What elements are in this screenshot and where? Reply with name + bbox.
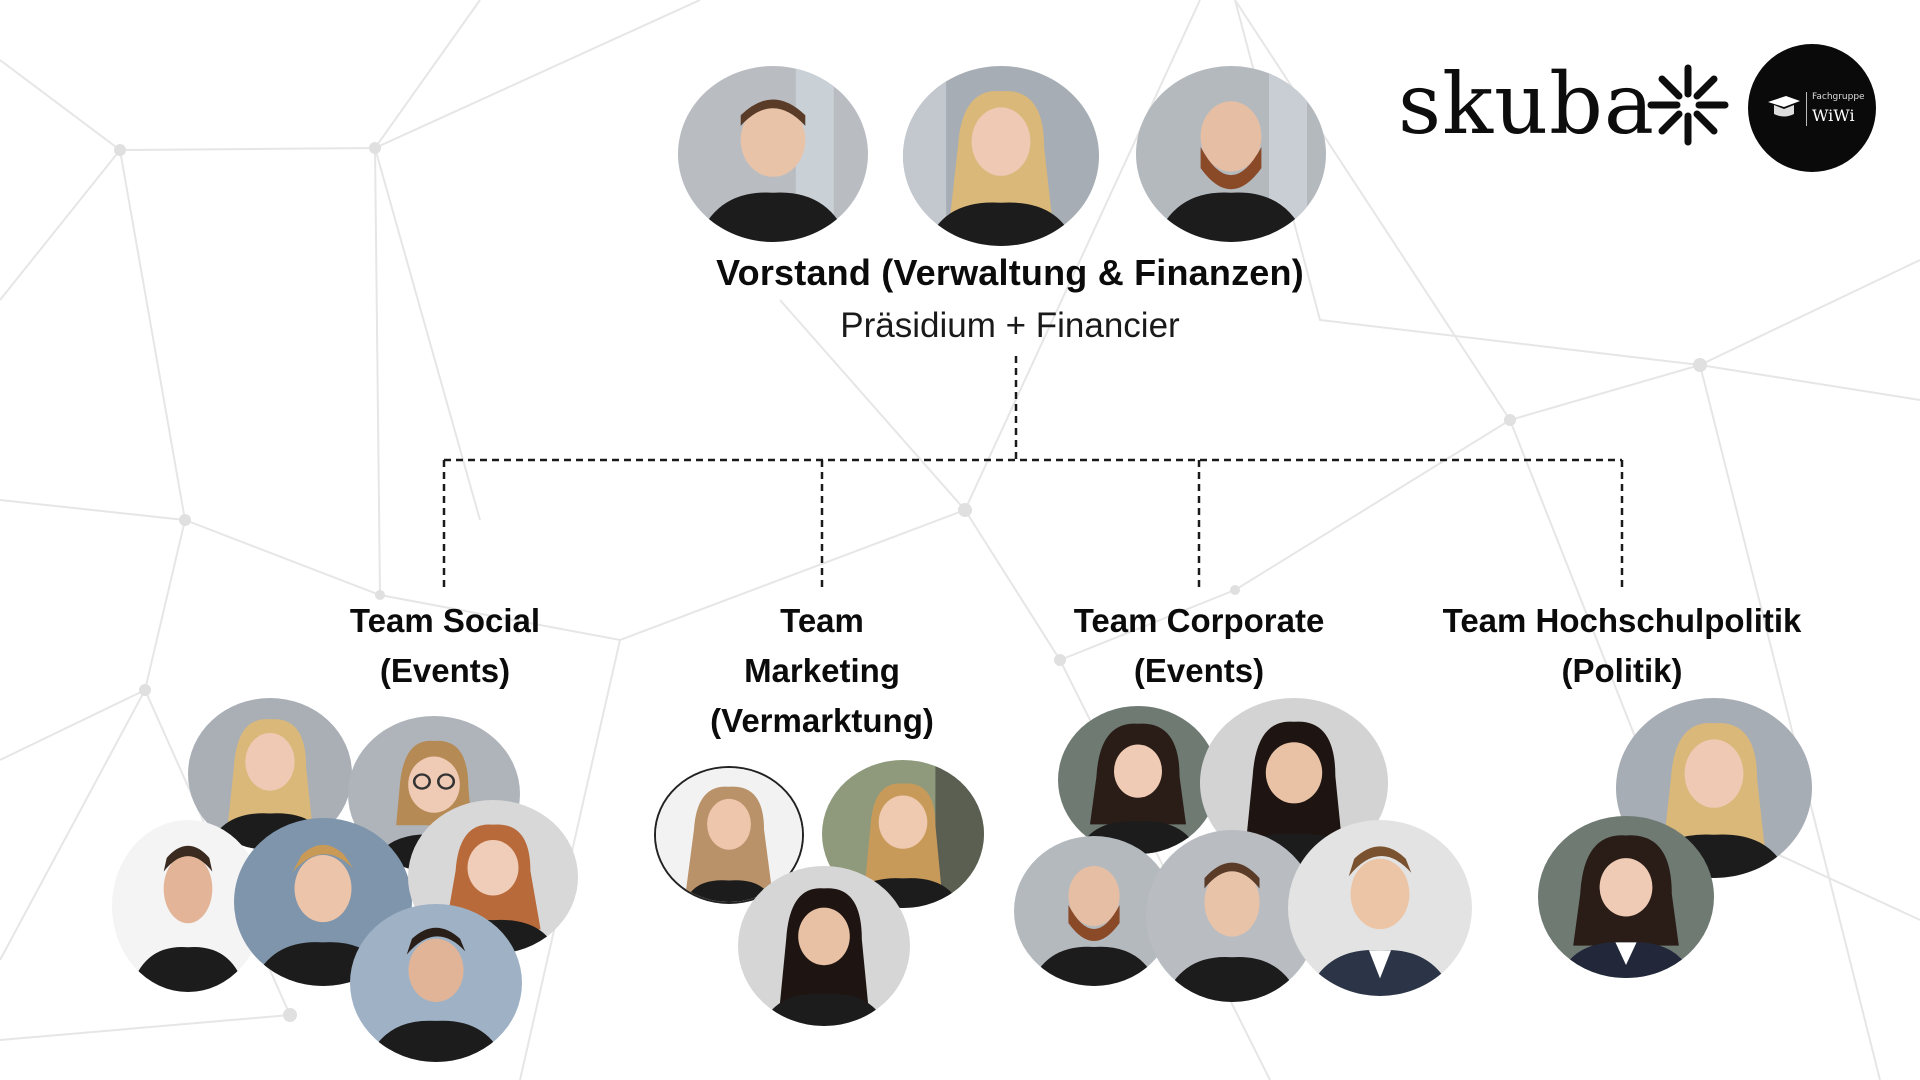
team-corporate-label: Team Corporate (Events) [1039,596,1359,696]
team-hochschulpolitik-member-photo [1538,816,1714,978]
board-member-photo [678,66,868,242]
team-corporate-member-photo [1146,830,1318,1002]
team-label-line: (Politik) [1561,652,1683,689]
team-label-line: Team [780,602,864,639]
logo-small-text: Fachgruppe [1812,92,1865,102]
team-marketing-member-photo [654,766,804,904]
board-member-photo [903,66,1099,246]
team-label-line: (Events) [1133,652,1265,689]
team-label-line: (Events) [379,652,511,689]
team-social-member-photo [112,820,264,992]
team-label-line: Marketing [744,652,900,689]
team-label-line: Team Hochschulpolitik [1442,602,1802,639]
team-corporate-member-photo [1058,706,1218,854]
team-hochschulpolitik-member-photo [1616,698,1812,878]
team-label-line: Team Corporate [1073,602,1325,639]
team-hochschulpolitik-label: Team Hochschulpolitik (Politik) [1422,596,1822,696]
logo-big-text: WiWi [1812,106,1855,125]
team-social-label: Team Social (Events) [285,596,605,696]
team-label-line: Team Social [349,602,541,639]
logo-divider [1806,92,1807,126]
team-label-line: (Vermarktung) [710,702,934,739]
board-title: Vorstand (Verwaltung & Finanzen) [716,252,1304,293]
team-corporate-member-photo [1288,820,1472,996]
team-marketing-label: Team Marketing (Vermarktung) [662,596,982,746]
graduation-cap-icon [1768,96,1800,117]
asterisk-logo-icon [1647,64,1729,146]
skuba-logo: skuba [1398,55,1655,153]
team-social-member-photo [350,904,522,1062]
board-member-photo [1136,66,1326,242]
fachgruppe-wiwi-logo: Fachgruppe WiWi [1748,44,1876,172]
board-subtitle: Präsidium + Financier [840,306,1180,345]
team-marketing-member-photo [738,866,910,1026]
